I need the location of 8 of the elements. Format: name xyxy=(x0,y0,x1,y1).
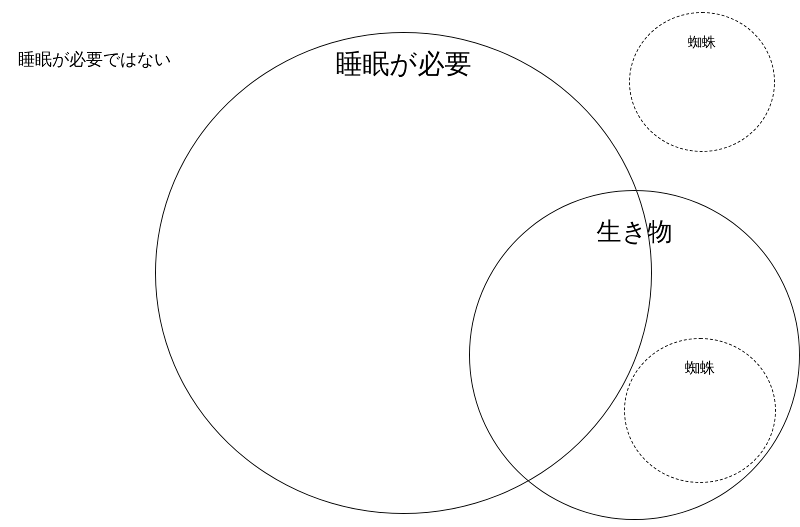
dashed-circle xyxy=(629,12,775,152)
set-label: 蜘蛛 xyxy=(688,35,716,52)
set-label: 生き物 xyxy=(596,217,672,247)
set-label: 睡眠が必要 xyxy=(336,49,472,82)
region-label: 睡眠が必要ではない xyxy=(18,49,171,71)
set-circle xyxy=(469,190,800,520)
set-label: 蜘蛛 xyxy=(685,359,715,377)
dashed-circle xyxy=(624,338,776,483)
